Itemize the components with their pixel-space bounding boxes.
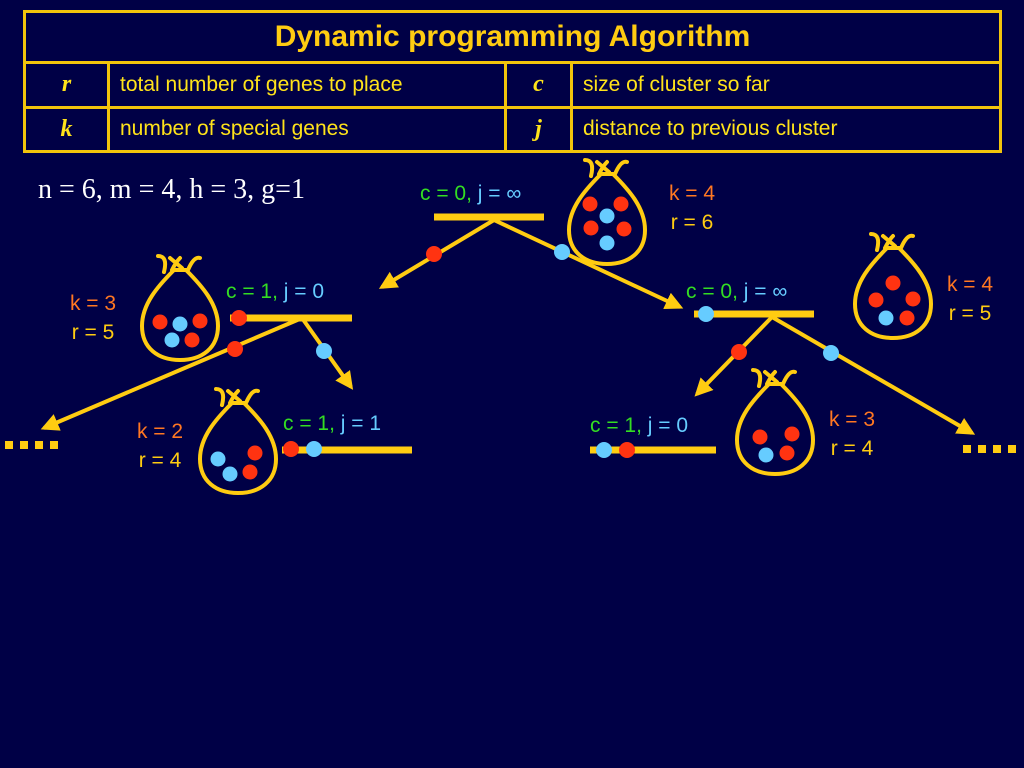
ellipsis-right [963, 445, 1016, 453]
gene-dot [554, 244, 570, 260]
gene-dot [698, 306, 714, 322]
bag-icon [567, 158, 647, 266]
node-rl-cj: c = 1, j = 0 [590, 414, 689, 437]
node-right-cj: c = 0, j = ∞ [686, 280, 788, 303]
node-left-cj: c = 1, j = 0 [226, 280, 325, 303]
symbol-c: c [504, 61, 573, 109]
gene-bags [140, 158, 933, 495]
gene-dot [306, 441, 322, 457]
symbol-j: j [504, 105, 573, 153]
symbol-k: k [23, 105, 110, 153]
definitions-table: Dynamic programming Algorithm r total nu… [23, 10, 1002, 153]
ellipsis-left [5, 441, 58, 449]
special-gene-dot [227, 341, 243, 357]
bag-icon [140, 254, 220, 362]
special-gene-dot [283, 441, 299, 457]
desc-r: total number of genes to place [107, 61, 507, 109]
special-gene-dot [619, 442, 635, 458]
bag-icon [735, 368, 815, 476]
special-gene-dot [231, 310, 247, 326]
desc-j: distance to previous cluster [570, 105, 1002, 153]
table-row: k number of special genes j distance to … [23, 105, 1002, 153]
special-gene-dot [426, 246, 442, 262]
node-root-cj: c = 0, j = ∞ [420, 182, 522, 205]
table-title: Dynamic programming Algorithm [23, 10, 1002, 64]
gene-dots [227, 244, 839, 458]
desc-c: size of cluster so far [570, 61, 1002, 109]
right-edge-right [770, 315, 976, 435]
table-row: r total number of genes to place c size … [23, 61, 1002, 109]
gene-dot [596, 442, 612, 458]
node-ll-cj: c = 1, j = 1 [283, 412, 382, 435]
desc-k: number of special genes [107, 105, 507, 153]
root-edge-right [493, 218, 684, 310]
bag-icon [198, 387, 278, 495]
tree-edges [40, 218, 976, 435]
left-edge-left [40, 316, 303, 431]
parameters-text: n = 6, m = 4, h = 3, g=1 [38, 174, 305, 205]
special-gene-dot [731, 344, 747, 360]
gene-dot [316, 343, 332, 359]
gene-dot [823, 345, 839, 361]
bag-icon [853, 232, 933, 340]
symbol-r: r [23, 61, 110, 109]
